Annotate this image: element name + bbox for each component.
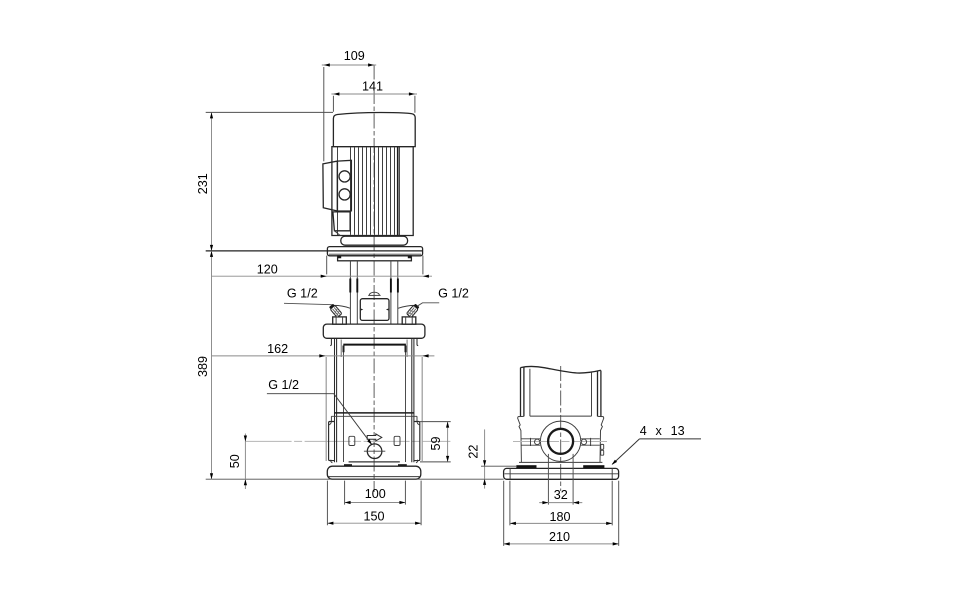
svg-text:180: 180 (549, 510, 570, 524)
svg-text:141: 141 (362, 80, 383, 94)
svg-text:4: 4 (640, 424, 647, 438)
svg-text:G 1/2: G 1/2 (287, 287, 318, 301)
svg-text:100: 100 (365, 487, 386, 501)
svg-text:50: 50 (228, 454, 242, 468)
svg-text:G 1/2: G 1/2 (268, 378, 299, 392)
svg-text:x: x (656, 424, 663, 438)
svg-text:231: 231 (196, 173, 210, 194)
svg-text:150: 150 (363, 509, 384, 523)
svg-text:109: 109 (344, 49, 365, 63)
svg-text:162: 162 (267, 342, 288, 356)
svg-text:59: 59 (429, 436, 443, 450)
svg-text:389: 389 (196, 356, 210, 377)
svg-text:G 1/2: G 1/2 (438, 287, 469, 301)
svg-text:32: 32 (554, 488, 568, 502)
svg-text:210: 210 (549, 530, 570, 544)
svg-text:120: 120 (257, 263, 278, 277)
svg-text:22: 22 (466, 445, 480, 459)
svg-text:13: 13 (671, 424, 685, 438)
